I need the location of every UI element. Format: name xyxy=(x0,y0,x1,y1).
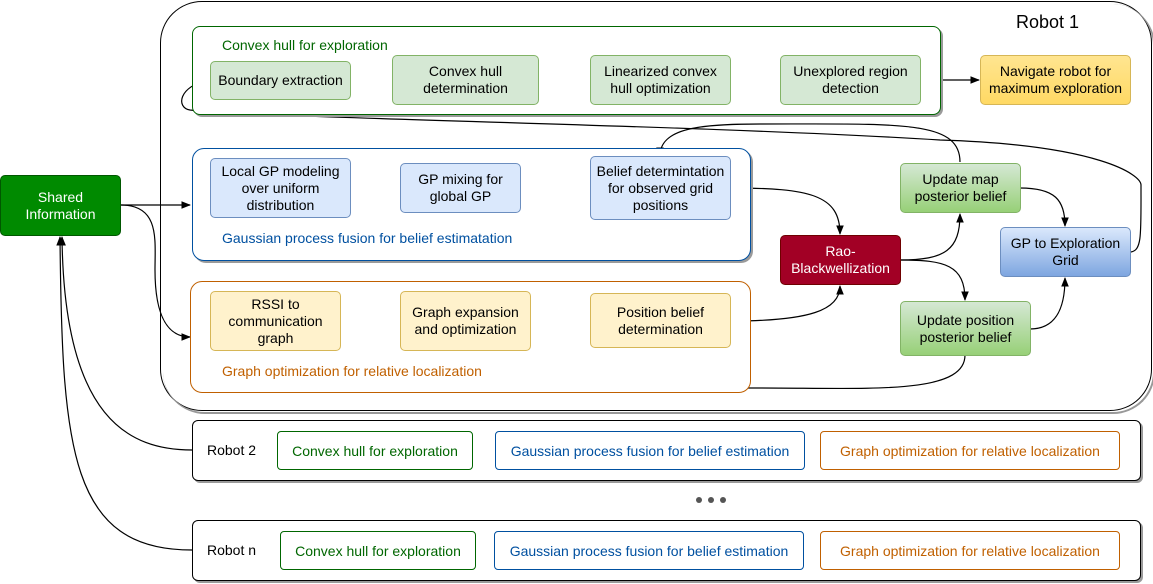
edge-rao-to-map xyxy=(899,213,964,261)
graph-expansion-node[interactable]: Graph expansion and optimization xyxy=(400,291,531,351)
robot2-gp-fusion-box[interactable]: Gaussian process fusion for belief estim… xyxy=(495,431,805,470)
unexplored-region-node[interactable]: Unexplored region detection xyxy=(780,55,921,105)
edge-map-to-grid xyxy=(1019,187,1069,227)
robot2-convex-hull-box[interactable]: Convex hull for exploration xyxy=(277,431,473,470)
edge-belief-to-rao xyxy=(730,187,844,235)
ellipsis-dot-2 xyxy=(708,497,714,503)
shared-information-node[interactable]: Shared Information xyxy=(0,175,121,236)
robot2-label: Robot 2 xyxy=(207,442,257,458)
robotn-graph-opt-box[interactable]: Graph optimization for relative localiza… xyxy=(820,531,1120,570)
ellipsis-dot-3 xyxy=(720,497,726,503)
robotn-gp-fusion-box[interactable]: Gaussian process fusion for belief estim… xyxy=(494,531,804,570)
navigate-robot-node[interactable]: Navigate robot for maximum exploration xyxy=(980,55,1131,105)
rao-blackwellization-node[interactable]: Rao-Blackwellization xyxy=(780,235,901,285)
edge-map-to-belief-feedback xyxy=(656,123,961,163)
belief-determination-node[interactable]: Belief determintation for observed grid … xyxy=(590,156,731,220)
edge-position-to-rao xyxy=(730,285,844,322)
edge-rao-to-pos xyxy=(899,259,969,301)
boundary-extraction-node[interactable]: Boundary extraction xyxy=(210,61,351,100)
edge-shared-to-graph xyxy=(120,204,191,341)
robot1-container-shadow xyxy=(163,4,1153,414)
position-belief-node[interactable]: Position belief determination xyxy=(590,293,731,348)
gp-mixing-node[interactable]: GP mixing for global GP xyxy=(400,163,521,213)
gp-to-exploration-grid-node[interactable]: GP to Exploration Grid xyxy=(1000,227,1131,277)
robot1-title: Robot 1 xyxy=(1016,12,1080,32)
update-map-posterior-node[interactable]: Update map posterior belief xyxy=(900,163,1021,213)
robotn-label: Robot n xyxy=(207,542,257,558)
update-position-posterior-node[interactable]: Update position posterior belief xyxy=(900,301,1031,356)
edge-robotn-to-shared xyxy=(56,236,193,551)
robot2-graph-opt-box[interactable]: Graph optimization for relative localiza… xyxy=(820,431,1120,470)
edge-pos-to-grid xyxy=(1029,277,1069,330)
convex-hull-group-title: Convex hull for exploration xyxy=(222,37,388,53)
ellipsis-dot-1 xyxy=(696,497,702,503)
graph-group-title: Graph optimization for relative localiza… xyxy=(222,363,482,379)
gp-group-title: Gaussian process fusion for belief estim… xyxy=(222,230,513,246)
edge-robot2-to-shared xyxy=(58,236,193,451)
local-gp-node[interactable]: Local GP modeling over uniform distribut… xyxy=(210,158,351,218)
rssi-node[interactable]: RSSI to communication graph xyxy=(210,291,341,351)
edge-grid-to-boundary-feedback xyxy=(181,77,1142,253)
linearized-convex-hull-node[interactable]: Linearized convex hull optimization xyxy=(590,55,731,105)
convex-hull-determination-node[interactable]: Convex hull determination xyxy=(392,55,539,105)
robotn-convex-hull-box[interactable]: Convex hull for exploration xyxy=(280,531,476,570)
